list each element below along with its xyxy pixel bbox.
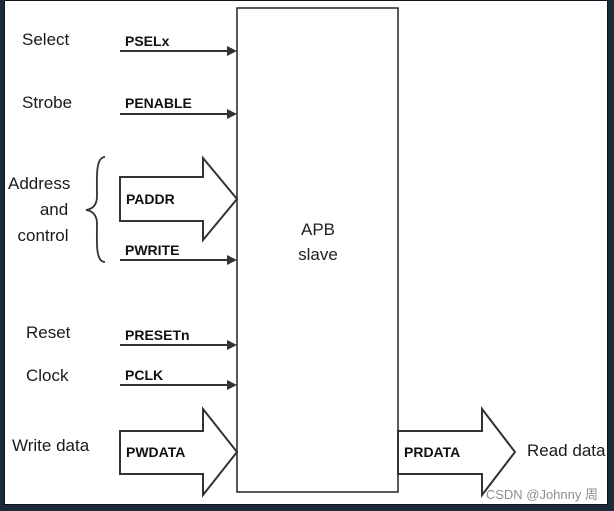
apb-label: APB [300, 220, 336, 239]
paddr-signal: PADDR [126, 191, 175, 207]
address-label: Address [8, 174, 71, 193]
write-data-label: Write data [12, 436, 90, 455]
address-control-brace [85, 156, 106, 263]
presetn-signal: PRESETn [125, 327, 190, 343]
apb-slave-block [236, 7, 399, 493]
and-label: and [39, 200, 69, 219]
penable-signal: PENABLE [125, 95, 192, 111]
reset-label: Reset [26, 323, 71, 342]
pwdata-bus-arrow [119, 406, 239, 498]
penable-arrow [120, 109, 237, 119]
prdata-signal: PRDATA [404, 444, 461, 460]
pselx-arrow [120, 46, 237, 56]
read-data-label: Read data [527, 441, 606, 460]
pwrite-arrow [120, 255, 237, 265]
control-label: control [17, 226, 69, 245]
pclk-arrow [120, 380, 237, 390]
watermark: CSDN @Johnny 周 [485, 487, 598, 502]
select-label: Select [22, 30, 70, 49]
prdata-bus-arrow [397, 406, 517, 498]
pwdata-signal: PWDATA [126, 444, 186, 460]
pwrite-signal: PWRITE [125, 242, 180, 258]
pclk-signal: PCLK [125, 367, 164, 383]
slave-label: slave [298, 245, 338, 264]
presetn-arrow [120, 340, 237, 350]
paddr-bus-arrow [119, 155, 239, 243]
strobe-label: Strobe [22, 93, 73, 112]
clock-label: Clock [26, 366, 69, 385]
pselx-signal: PSELx [125, 33, 170, 49]
